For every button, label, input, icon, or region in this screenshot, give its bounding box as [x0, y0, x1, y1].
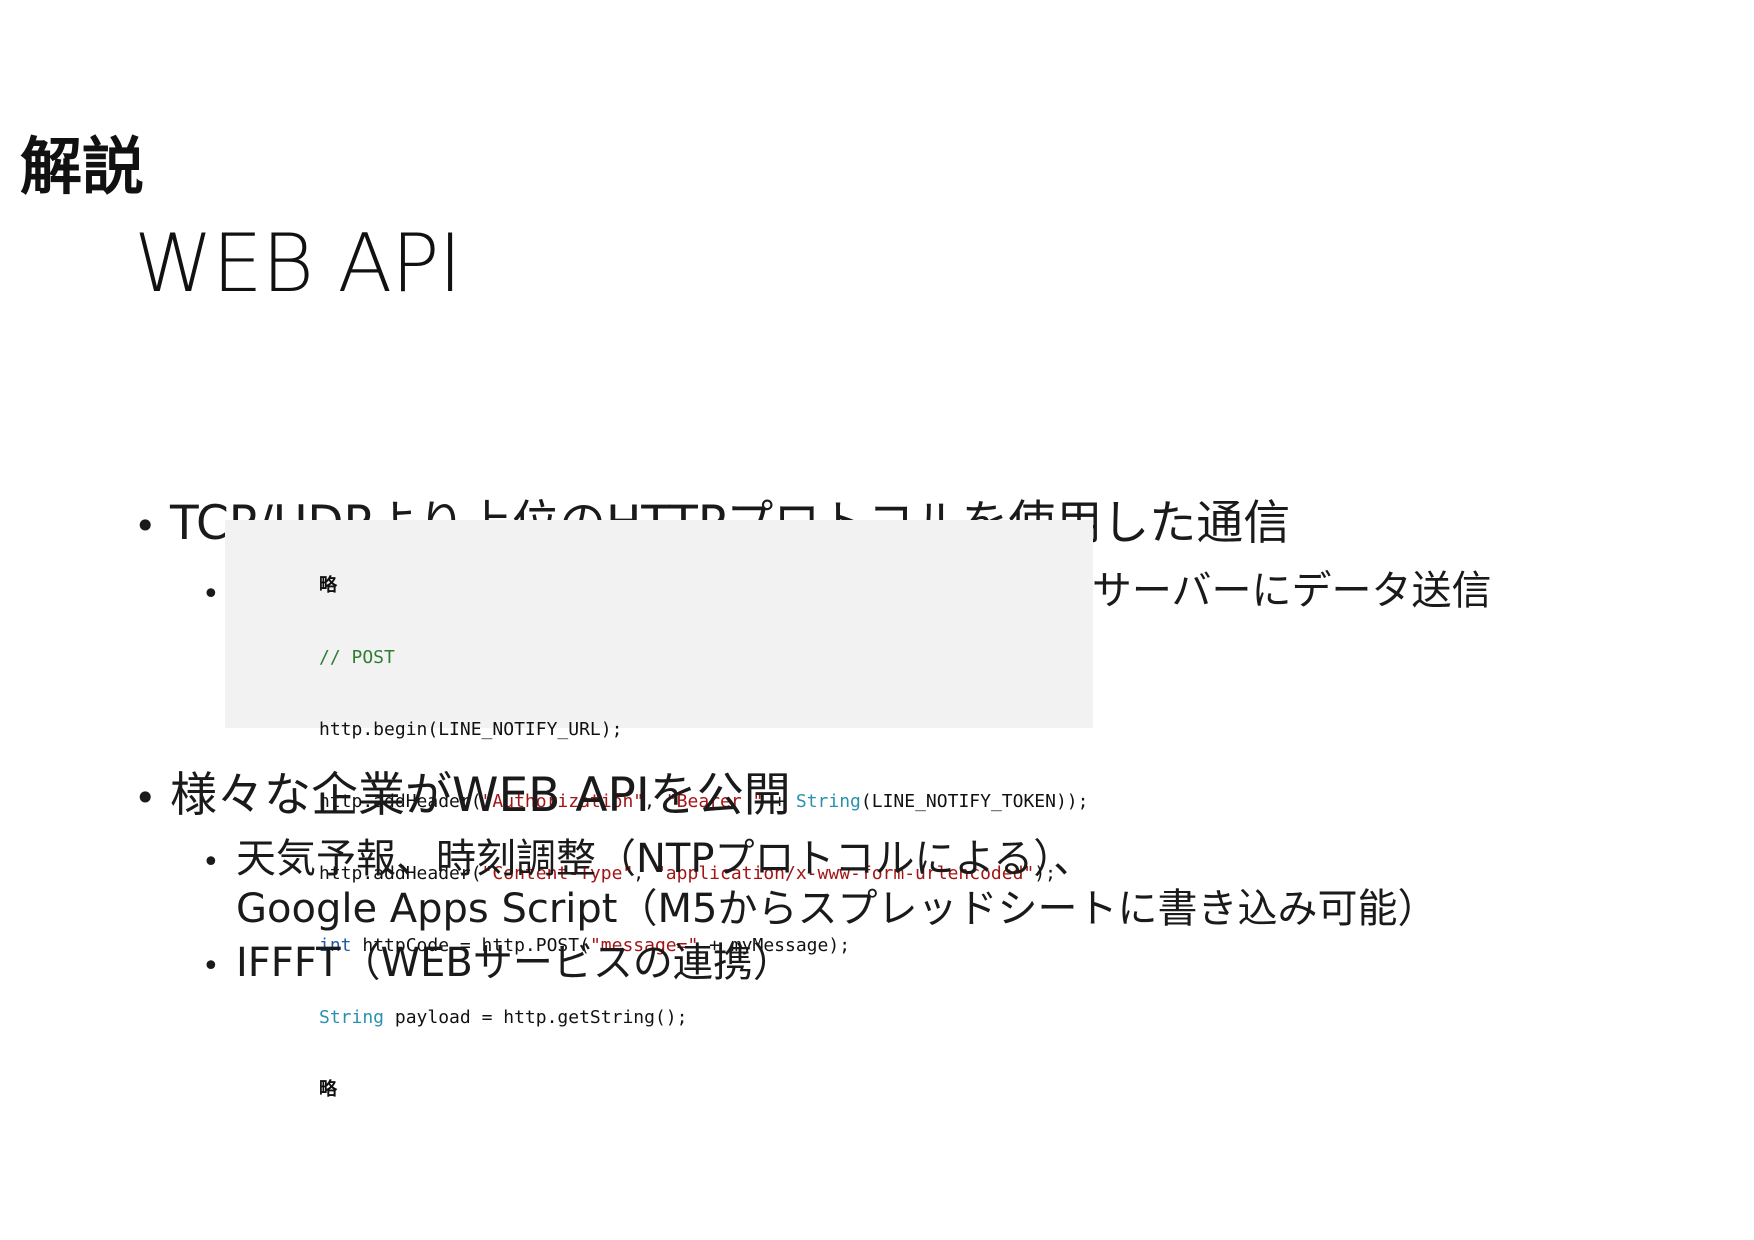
code-line-omitted-start: 略: [319, 575, 337, 596]
slide-title: WEB API: [134, 217, 462, 310]
code-line-content-type-header: http.addHeader("Content-Type", "applicat…: [319, 862, 1088, 886]
code-snippet: 略 // POST http.begin(LINE_NOTIFY_URL); h…: [225, 520, 1093, 1100]
section-label: 解説: [20, 130, 145, 203]
code-token: ,: [633, 863, 655, 884]
code-line-post: int httpCode = http.POST("message=" + my…: [319, 934, 1088, 958]
code-type: String: [795, 791, 861, 812]
bullet-text: 様々な企業がWEB APIを公開: [170, 768, 791, 823]
code-string: "Bearer ": [665, 791, 764, 812]
code-token: httpCode = http.POST(: [351, 935, 590, 956]
bullet-dot-icon: •: [134, 504, 157, 548]
code-type: String: [319, 1007, 385, 1028]
code-lines: 略 // POST http.begin(LINE_NOTIFY_URL); h…: [319, 526, 1088, 1150]
code-token: payload = http.getString();: [384, 1007, 688, 1028]
code-token: +: [763, 791, 796, 812]
bullet-dot-icon: •: [134, 776, 157, 820]
bullet-dot-icon: •: [202, 845, 220, 880]
bullet-text-line: 天気予報、時刻調整（NTPプロトコルによる）、: [236, 836, 1094, 882]
code-token: ,: [644, 791, 666, 812]
subbullet-iffft: • IFFFT（WEBサービスの連携）: [202, 938, 793, 992]
bullet-text: IFFFT（WEBサービスの連携）: [236, 940, 793, 986]
code-token: http.addHeader(: [319, 791, 482, 812]
code-string: "Authorization": [481, 791, 645, 812]
bullet-web-api-public: • 様々な企業がWEB APIを公開: [134, 768, 791, 826]
code-line-payload: String payload = http.getString();: [319, 1006, 1088, 1030]
code-line-auth-header: http.addHeader("Authorization", "Bearer …: [319, 790, 1088, 814]
code-line-comment: // POST: [319, 647, 395, 668]
code-token: );: [1034, 863, 1056, 884]
code-keyword: int: [319, 935, 352, 956]
bullet-dot-icon: •: [202, 577, 220, 612]
code-token: + myMessage);: [698, 935, 851, 956]
bullet-dot-icon: •: [202, 949, 220, 984]
code-string: "application/x-www-form-urlencoded": [654, 863, 1035, 884]
code-string: "message=": [589, 935, 699, 956]
bullet-text-line: Google Apps Script（M5からスプレッドシートに書き込み可能）: [236, 886, 1438, 932]
bullet-text-multiline: 天気予報、時刻調整（NTPプロトコルによる）、 Google Apps Scri…: [236, 834, 1437, 934]
code-token: (LINE_NOTIFY_TOKEN));: [860, 791, 1089, 812]
code-token: http.addHeader(: [319, 863, 482, 884]
code-line-begin: http.begin(LINE_NOTIFY_URL);: [319, 719, 623, 740]
code-string: "Content-Type": [481, 863, 634, 884]
subbullet-examples: • 天気予報、時刻調整（NTPプロトコルによる）、 Google Apps Sc…: [202, 834, 1437, 934]
code-line-omitted-end: 略: [319, 1079, 337, 1100]
